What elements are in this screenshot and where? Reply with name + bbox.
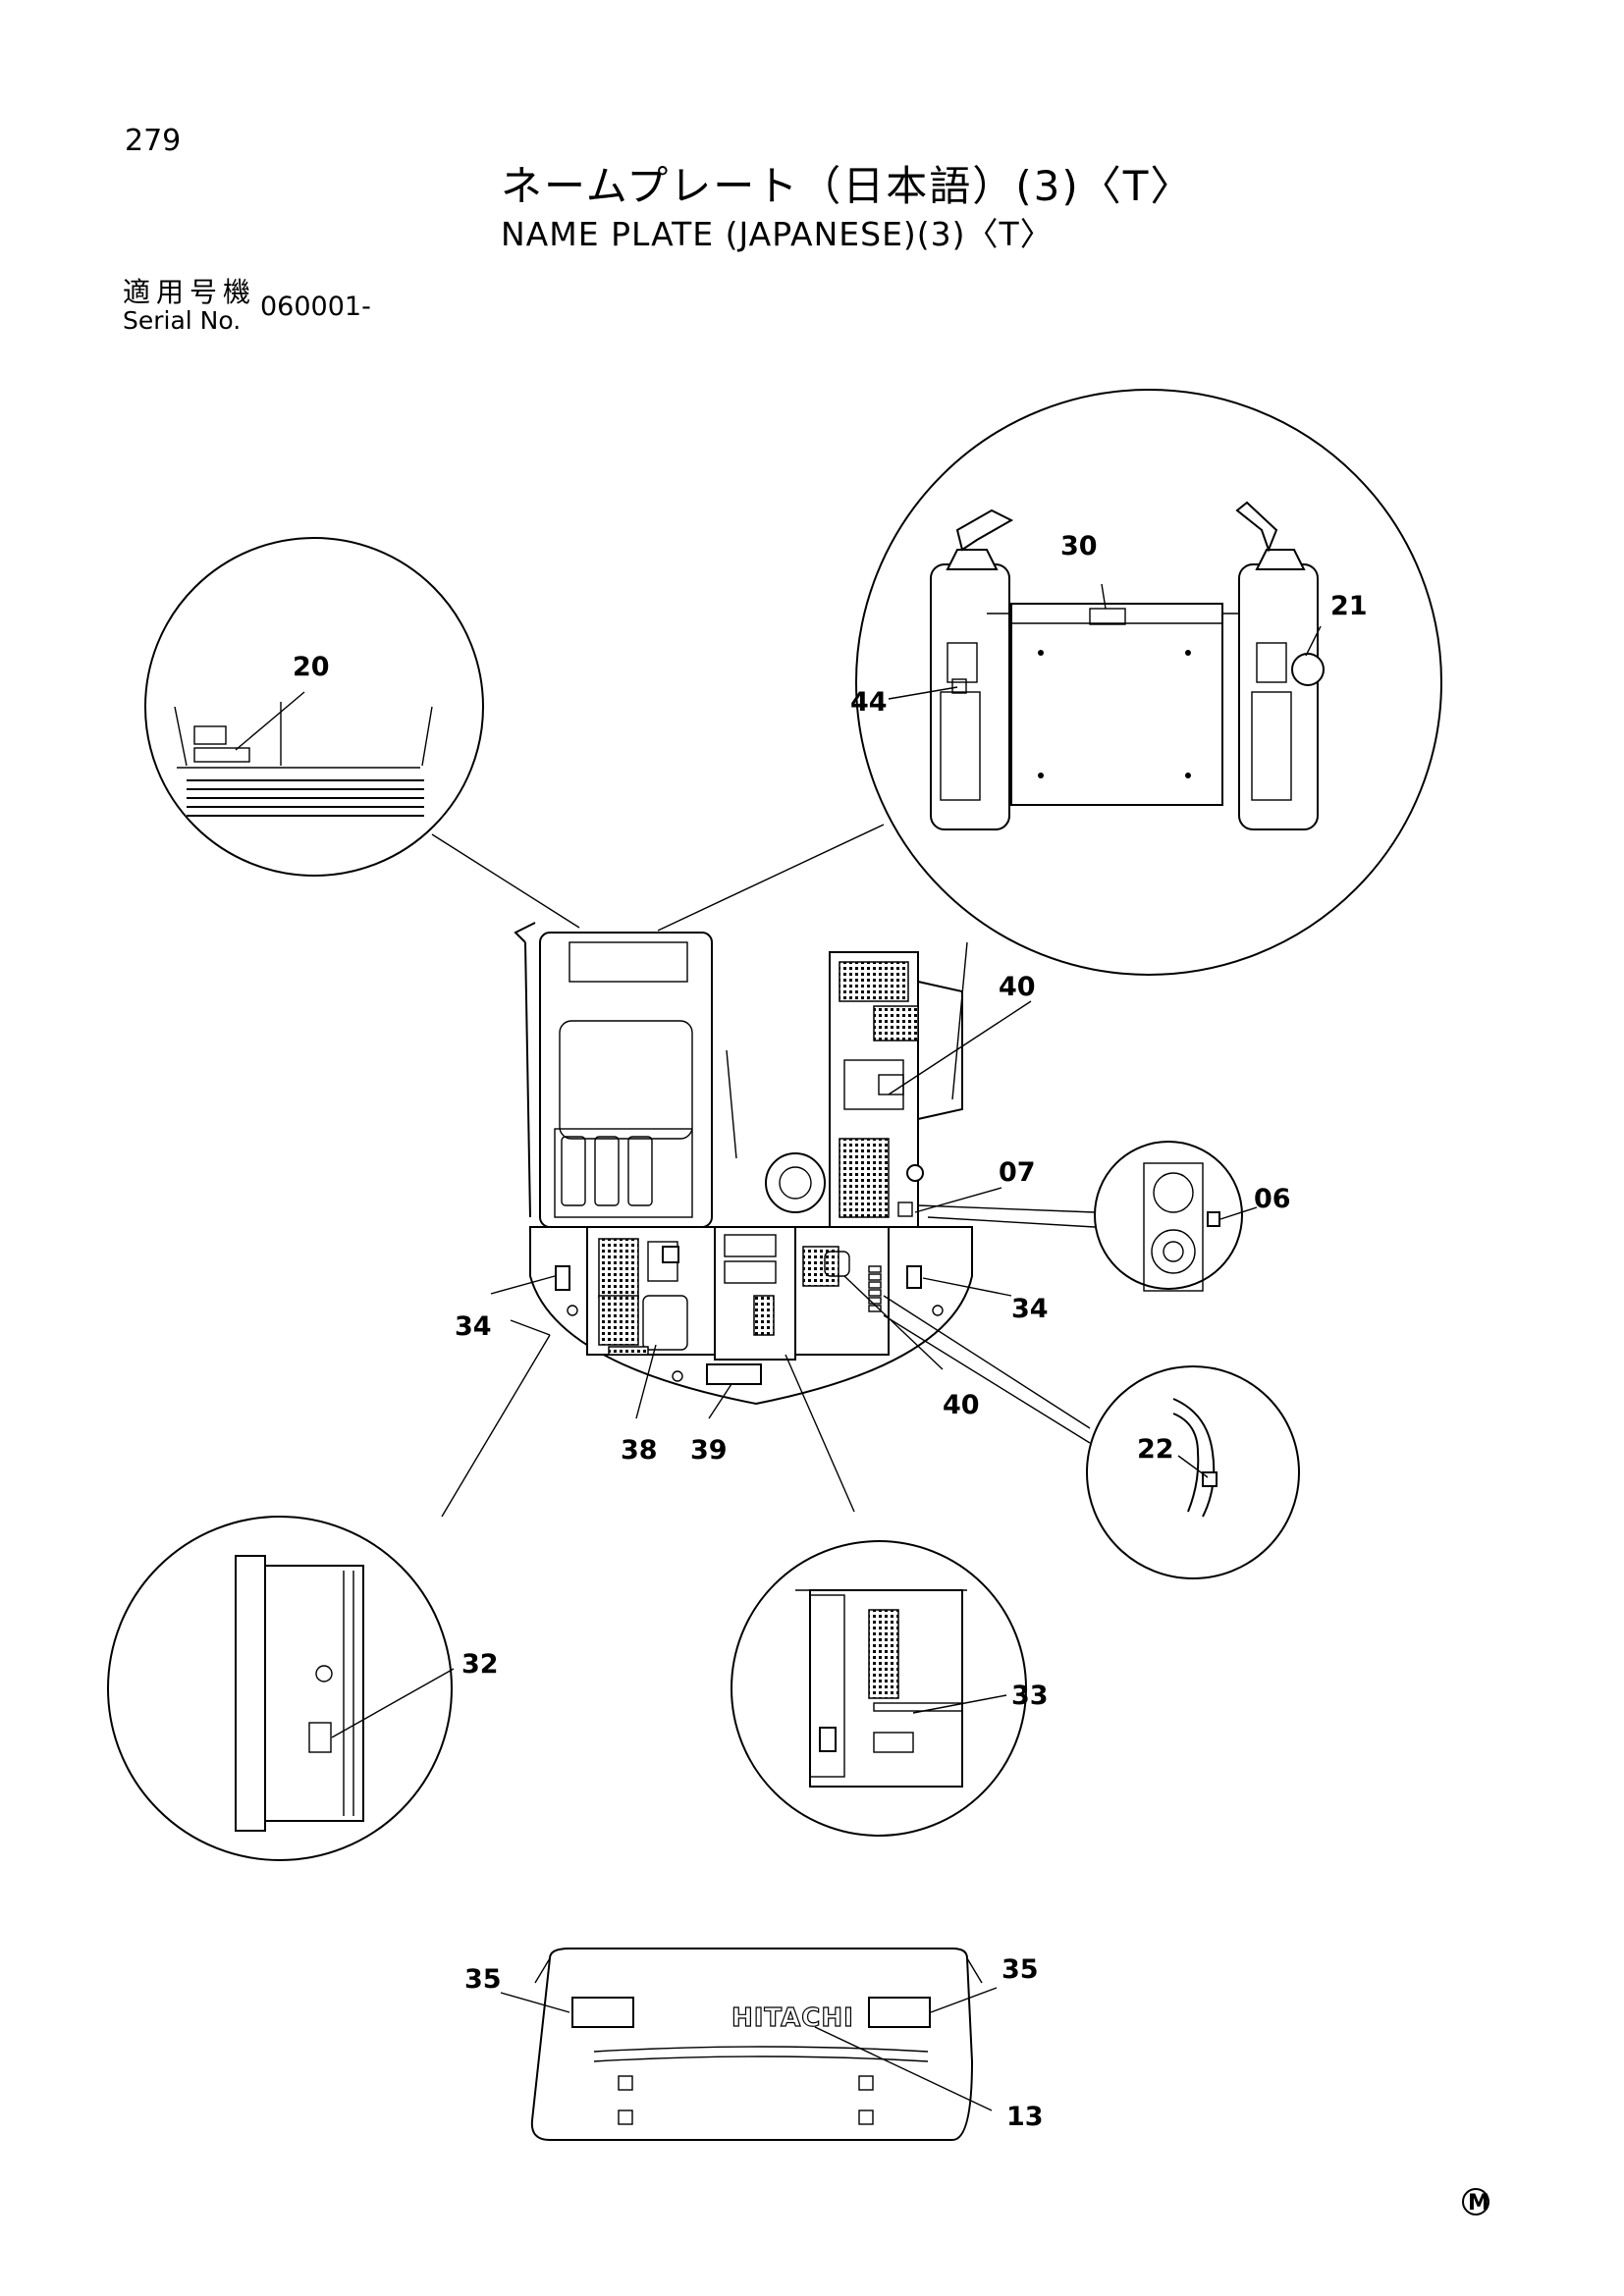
callout-38: 38 — [621, 1435, 658, 1466]
callout-13: 13 — [1006, 2102, 1044, 2132]
front-cover-plate: HITACHI — [530, 1948, 983, 2141]
callout-35-right: 35 — [1001, 1954, 1039, 1985]
title-english: NAME PLATE (JAPANESE)(3)〈T〉 — [501, 215, 1054, 253]
serial-number-value: 060001- — [260, 292, 371, 322]
detail-circle-seat-back — [144, 537, 484, 877]
detail-circle-side-panel — [107, 1319, 551, 1861]
callout-44: 44 — [850, 687, 888, 718]
callout-40-upper: 40 — [999, 972, 1036, 1002]
callout-22: 22 — [1137, 1434, 1174, 1465]
hitachi-logo: HITACHI — [731, 2003, 854, 2033]
detail-circle-front-panel — [731, 1354, 1027, 1837]
callout-40-lower: 40 — [943, 1390, 980, 1420]
callout-35-left: 35 — [464, 1964, 502, 1995]
detail-circle-hose — [883, 1295, 1300, 1579]
detail-circle-control-consoles — [855, 389, 1442, 976]
title-japanese: ネームプレート（日本語）(3)〈T〉 — [501, 162, 1194, 210]
detail-circle-outlet — [917, 1141, 1243, 1292]
serial-label-english: Serial No. — [123, 306, 242, 335]
main-machine-view — [514, 922, 973, 1406]
callout-39: 39 — [690, 1435, 728, 1466]
callout-34-left: 34 — [455, 1311, 492, 1342]
m-mark-letter: M — [1468, 2191, 1489, 2216]
callout-33: 33 — [1011, 1681, 1049, 1711]
callout-06: 06 — [1254, 1184, 1291, 1214]
callout-34-right: 34 — [1011, 1294, 1049, 1324]
callout-20: 20 — [293, 652, 330, 682]
callout-07: 07 — [999, 1157, 1036, 1188]
serial-label-japanese: 適用号機 — [123, 276, 257, 308]
m-mark: M — [1462, 2188, 1489, 2216]
callout-30: 30 — [1060, 531, 1098, 561]
callout-32: 32 — [461, 1649, 499, 1680]
callout-21: 21 — [1330, 591, 1368, 621]
page-number: 279 — [125, 124, 182, 158]
leader-lines — [331, 1000, 1258, 2111]
